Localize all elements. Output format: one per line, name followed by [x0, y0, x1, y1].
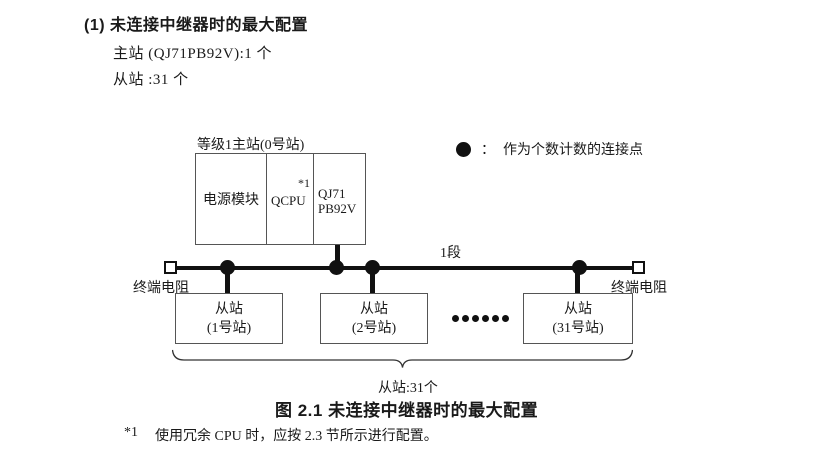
slave3-drop-line	[575, 269, 580, 294]
underbrace	[172, 349, 633, 368]
figure-caption: 图 2.1 未连接中继器时的最大配置	[275, 401, 539, 420]
slave-station-1-title: 从站	[215, 302, 243, 317]
slave1-drop-line	[225, 269, 230, 294]
profibus-module-line1: QJ71	[318, 186, 346, 201]
connection-point	[365, 260, 380, 275]
profibus-module-line2: PB92V	[318, 201, 357, 216]
cpu-module-label: QCPU	[271, 193, 306, 208]
segment-label: 1段	[440, 246, 461, 261]
footnote-marker: *1	[124, 425, 138, 440]
terminating-resistor-left-icon	[164, 261, 177, 274]
legend-separator: ：	[481, 143, 495, 158]
connection-point-icon	[456, 141, 471, 157]
slave-station-2-number: (2号站)	[351, 321, 397, 336]
slave-station-1-number: (1号站)	[206, 321, 252, 336]
footnote-text: 使用冗余 CPU 时，应按 2.3 节所示进行配置。	[155, 429, 438, 444]
master-station-label: 等级1主站(0号站)	[197, 138, 305, 153]
connection-point	[572, 260, 587, 275]
connection-point	[220, 260, 235, 275]
cpu-module-cell: *1 QCPU	[266, 154, 314, 244]
footnote-ref-mark: *1	[298, 176, 310, 190]
slave-station-31-box: 从站 (31号站)	[523, 293, 633, 344]
master-drop-line	[335, 245, 340, 268]
connection-point	[329, 260, 344, 275]
terminating-resistor-right-label: 终端电阻	[611, 281, 667, 296]
slave-station-1-box: 从站 (1号站)	[175, 293, 283, 344]
slave-station-2-title: 从站	[360, 302, 388, 317]
master-count-line: 主站 (QJ71PB92V):1 个	[113, 46, 273, 62]
slave-station-2-box: 从站 (2号站)	[320, 293, 428, 344]
bus-line	[175, 266, 634, 270]
legend-text: 作为个数计数的连接点	[503, 143, 643, 158]
footnote: *1 使用冗余 CPU 时，应按 2.3 节所示进行配置。	[124, 425, 438, 445]
slave-count-line: 从站 :31 个	[113, 72, 189, 88]
master-station-box: 电源模块 *1 QCPU QJ71 PB92V	[195, 153, 366, 245]
legend: ： 作为个数计数的连接点	[456, 139, 643, 159]
ellipsis-dots	[452, 315, 509, 322]
section-heading: (1) 未连接中继器时的最大配置	[84, 17, 309, 34]
profibus-module-cell: QJ71 PB92V	[314, 154, 365, 244]
slave-station-31-title: 从站	[564, 302, 592, 317]
slave2-drop-line	[370, 269, 375, 294]
power-module-cell: 电源模块	[203, 193, 259, 208]
slave-station-31-number: (31号站)	[552, 321, 604, 336]
terminating-resistor-right-icon	[632, 261, 645, 274]
brace-label: 从站:31个	[378, 381, 438, 396]
terminating-resistor-left-label: 终端电阻	[133, 281, 189, 296]
